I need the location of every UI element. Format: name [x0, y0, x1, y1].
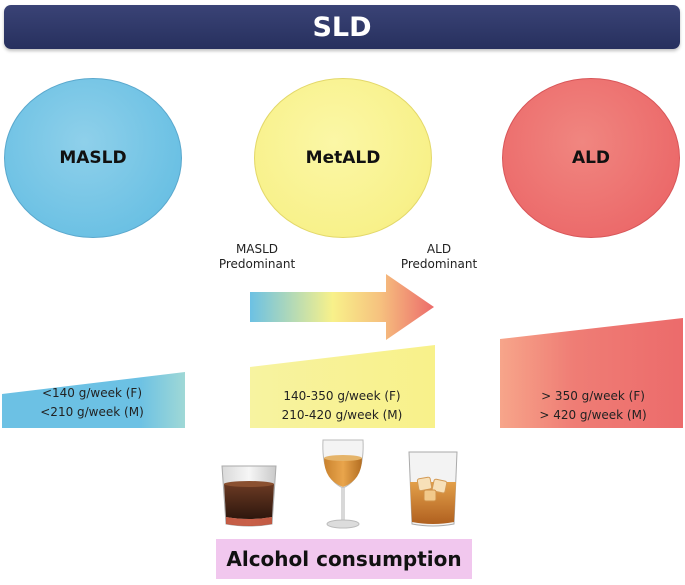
- alcohol-consumption-text: Alcohol consumption: [226, 547, 462, 571]
- spectrum-arrow: [250, 274, 434, 340]
- ald-female-threshold: > 350 g/week (F): [541, 389, 645, 403]
- masld-male-threshold: <210 g/week (M): [40, 405, 144, 419]
- ald-predominant-label: ALD Predominant: [389, 242, 489, 272]
- metald-circle: MetALD: [254, 78, 432, 238]
- metald-male-threshold: 210-420 g/week (M): [281, 408, 403, 422]
- ald-male-threshold: > 420 g/week (M): [539, 408, 647, 422]
- ice-whisky-glass-icon: [408, 451, 458, 527]
- title-bar: SLD: [4, 5, 680, 49]
- metald-wedge: [250, 345, 435, 428]
- masld-predominant-label: MASLD Predominant: [207, 242, 307, 272]
- metald-label: MetALD: [305, 148, 381, 168]
- masld-label: MASLD: [59, 148, 127, 168]
- masld-circle: MASLD: [4, 78, 182, 238]
- ald-predominant-line1: ALD: [426, 242, 452, 256]
- masld-predominant-line2: Predominant: [218, 257, 296, 271]
- alcohol-consumption-label: Alcohol consumption: [216, 539, 472, 579]
- ald-predominant-line2: Predominant: [400, 257, 478, 271]
- metald-threshold: 140-350 g/week (F) 210-420 g/week (M): [262, 387, 422, 425]
- masld-threshold: <140 g/week (F) <210 g/week (M): [22, 384, 162, 422]
- metald-female-threshold: 140-350 g/week (F): [283, 389, 401, 403]
- ald-circle: ALD: [502, 78, 680, 238]
- ald-threshold: > 350 g/week (F) > 420 g/week (M): [518, 387, 668, 425]
- masld-predominant-line1: MASLD: [235, 242, 279, 256]
- page-title: SLD: [312, 11, 372, 43]
- wine-glass-icon: [322, 439, 364, 529]
- whisky-glass-icon: [221, 465, 277, 527]
- masld-female-threshold: <140 g/week (F): [41, 386, 143, 400]
- ald-wedge: [500, 318, 683, 428]
- masld-wedge: [2, 372, 185, 428]
- ald-label: ALD: [571, 148, 611, 168]
